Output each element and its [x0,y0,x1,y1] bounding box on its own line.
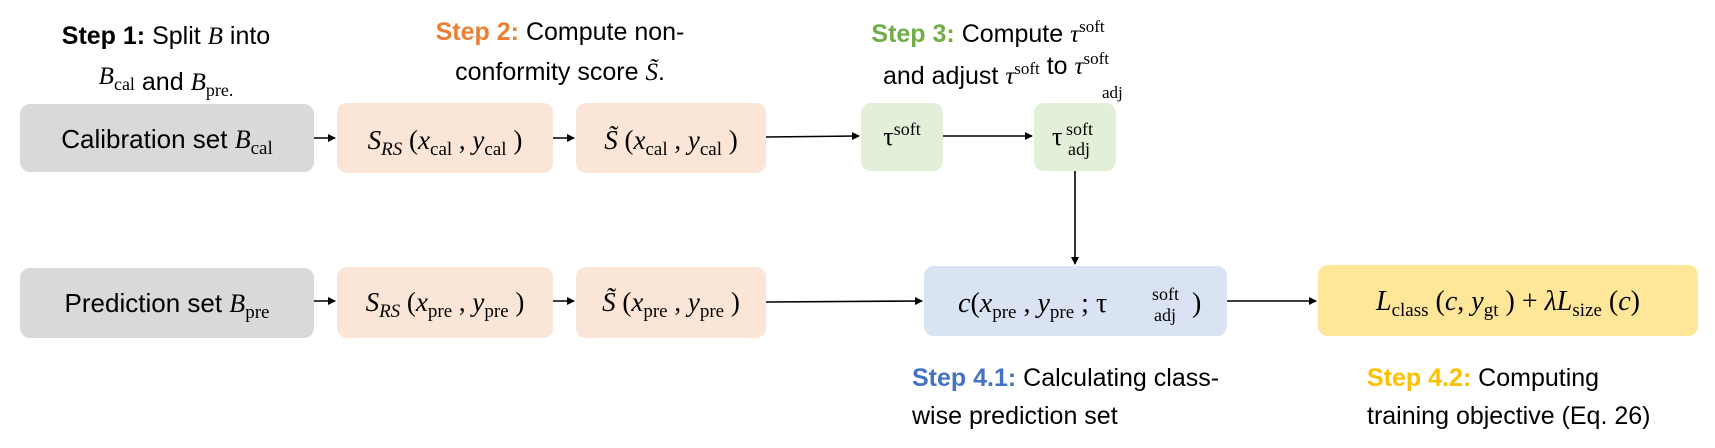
svg-text:Step 2: Compute non-: Step 2: Compute non- [436,18,685,46]
svg-text:Step 4.1: Calculating c: Step 4.1: Calculating class- [912,364,1219,392]
score-tilde-pre-box: S̃ (xpre , ypre ) [576,267,766,338]
svg-text:Calibration set Bcal: Calibration set Bcal [61,124,272,159]
arrow-stilde-to-c [765,297,923,306]
training-objective-box: Lclass (c, ygt ) + λLsize (c) [1318,265,1698,336]
step41-label: Step 4.1: [912,364,1016,392]
svg-text:Step 4.2: Computing: Step 4.2: Computing [1367,364,1599,392]
prediction-set-label: Prediction set [65,288,223,318]
arrows [314,132,1317,306]
step41-text: Step 4.1: Calculating class- wise predic… [911,364,1219,430]
score-tilde-cal-box: S̃ (xcal , ycal ) [576,103,766,173]
svg-text:Step 3: Compute: Step 3: Compute τsoft [871,17,1104,48]
svg-text:conformity score S̃.: conformity score S̃. [455,58,665,86]
svg-text:Bcal and Bpre.: Bcal and Bpre. [99,63,234,100]
svg-text:SRS (xcal , ycal: SRS (xcal , ycal ) [368,125,523,161]
svg-text:adj: adj [1102,83,1123,102]
svg-text:S̃ (xpre , ypre: S̃ (xpre , ypre ) [602,287,740,323]
svg-text:τ: τ [1052,122,1062,151]
prediction-set-box: Prediction set Bpre [20,268,314,338]
step2-text: Step 2: Compute non- conformity score S̃… [436,18,685,86]
svg-text:Step 1: Split B: Step 1: Split B into [62,22,270,50]
svg-text:adj: adj [1068,139,1090,159]
svg-text:and adjust τsoft: and adjust τsoft to τsoft [883,49,1109,90]
arrow-stilde-to-tau [765,132,860,141]
step42-text: Step 4.2: Computing training objective (… [1367,364,1650,430]
step3-label: Step 3: [871,20,954,48]
score-rs-cal-box: SRS (xcal , ycal ) [337,103,553,173]
svg-text:Prediction set Bpre: Prediction set Bpre [65,288,270,323]
svg-text:S̃ (xcal , ycal: S̃ (xcal , ycal ) [604,125,738,161]
svg-text:): ) [1192,288,1201,319]
svg-text:c(xpre , ypre ; τ: c(xpre , ypre ; τ [958,288,1107,325]
svg-text:adj: adj [1154,305,1176,325]
score-rs-pre-box: SRS (xpre , ypre ) [337,267,553,338]
step2-label: Step 2: [436,18,519,46]
svg-text:Lclass (c, ygt ): Lclass (c, ygt ) + λLsize (c) [1375,286,1640,323]
calibration-set-label: Calibration set [61,124,228,154]
step3-text: Step 3: Compute τsoft and adjust τsoft t… [871,17,1122,102]
svg-text:SRS (xpre , ypre: SRS (xpre , ypre ) [366,287,525,323]
tau-soft-box: τsoft [861,103,943,171]
tau-adj-box: τ soft adj [1034,103,1116,171]
calibration-set-box: Calibration set Bcal [20,104,314,172]
step1-text: Step 1: Split B into Bcal and Bpre. [62,22,270,100]
prediction-set-c-box: c(xpre , ypre ; τ soft adj ) [924,266,1227,336]
svg-text:soft: soft [1066,119,1093,139]
svg-text:training objective (Eq. 26): training objective (Eq. 26) [1367,402,1650,430]
step1-label: Step 1: [62,22,145,50]
svg-text:soft: soft [1152,284,1179,304]
svg-text:τsoft: τsoft [883,119,920,151]
step42-label: Step 4.2: [1367,364,1471,392]
svg-text:wise prediction set: wise prediction set [911,402,1118,430]
